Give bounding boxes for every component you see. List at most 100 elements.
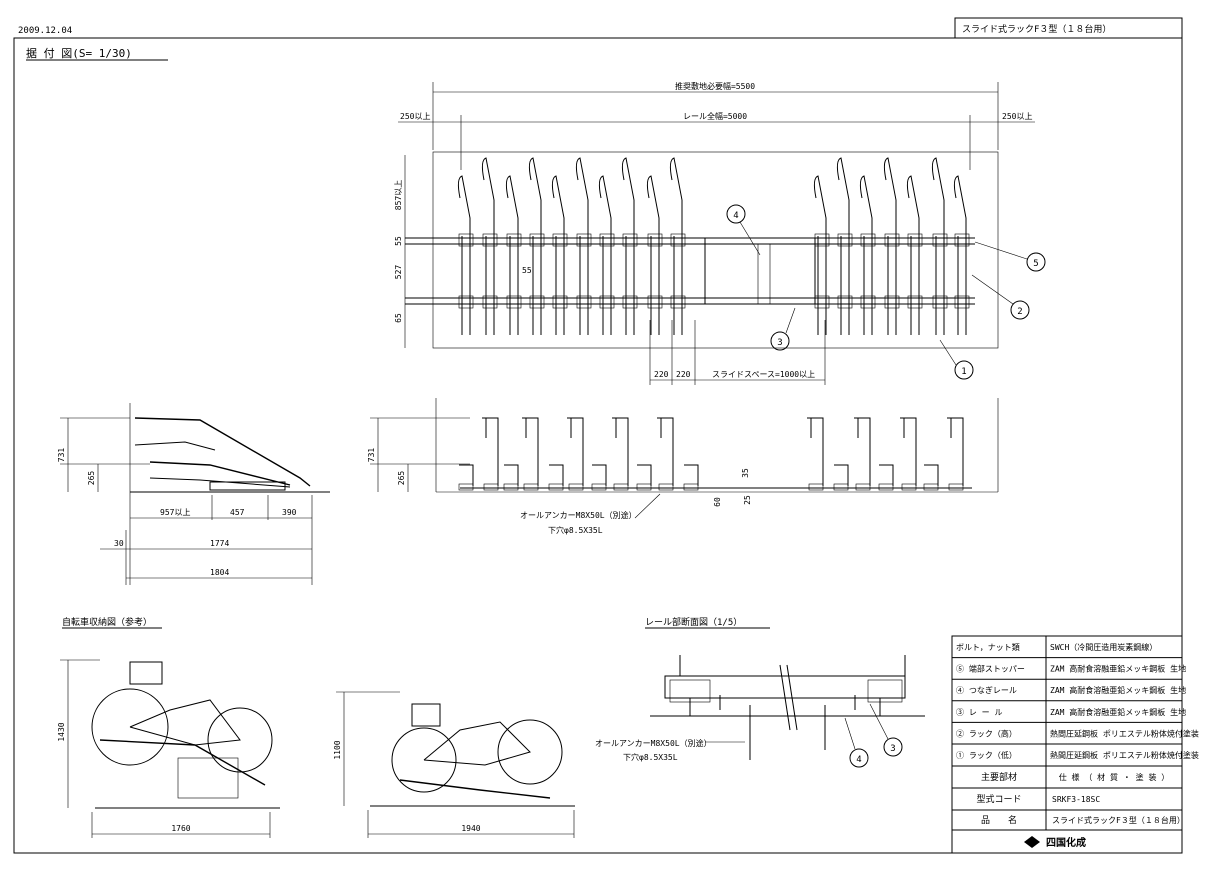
parts-row-name: ④ つなぎレール <box>956 685 1017 695</box>
drawing-title: スライド式ラックF３型（１８台用） <box>962 23 1111 35</box>
side-dim-731: 731 <box>57 448 66 463</box>
parts-row-spec: ZAM 高耐食溶融亜鉛メッキ鋼板 生地 <box>1050 707 1186 717</box>
front-rack-unit <box>833 464 849 491</box>
svg-text:3: 3 <box>890 744 895 754</box>
sheet-border <box>13 37 1183 854</box>
rail-section-label: レール部断面図（1/5） <box>645 616 742 628</box>
side-dim-1774: 1774 <box>210 539 229 548</box>
rack-unit <box>953 175 970 335</box>
side-dim-30: 30 <box>114 539 124 548</box>
svg-text:2: 2 <box>1017 307 1022 317</box>
side-view: 731 265 957以上 457 390 30 1774 1804 <box>57 403 330 585</box>
front-dim-731: 731 <box>367 448 376 463</box>
bike-dim-1430: 1430 <box>57 722 66 741</box>
callout-2: 2 <box>971 274 1030 320</box>
rack-unit <box>575 157 592 335</box>
parts-header-spec: 仕 様 （ 材 質 ・ 塗 装 ） <box>1059 772 1170 782</box>
front-rack-unit <box>503 464 519 491</box>
product-value: スライド式ラックF３型（１８台用） <box>1052 815 1185 825</box>
front-rack-unit <box>854 417 871 491</box>
front-rack-unit <box>567 417 584 491</box>
rail-anchor-note-2: 下穴φ8.5X35L <box>623 752 678 762</box>
dim-857: 857以上 <box>394 180 403 210</box>
bike-dim-1940: 1940 <box>461 824 480 833</box>
rack-unit <box>859 175 876 335</box>
rack-unit <box>836 157 853 335</box>
rail-callout-4 <box>849 748 869 768</box>
model-label: 型式コード <box>976 793 1021 805</box>
front-rack-unit <box>482 417 499 491</box>
front-rack-unit <box>683 464 699 491</box>
side-dim-457: 457 <box>230 508 245 517</box>
rack-unit <box>598 175 615 335</box>
side-dim-265: 265 <box>87 471 96 486</box>
parts-row-spec: 熱間圧延鋼板 ポリエステル粉体焼付塗装 <box>1050 728 1199 738</box>
front-rack-unit <box>548 464 564 491</box>
rack-unit <box>505 175 522 335</box>
parts-row: ④ つなぎレール ZAM 高耐食溶融亜鉛メッキ鋼板 生地 <box>952 678 1186 695</box>
dim-rail-width: レール全幅=5000 <box>683 111 747 121</box>
front-rack-unit <box>900 417 917 491</box>
parts-header-name: 主要部材 <box>981 771 1017 783</box>
site-boundary <box>432 151 999 349</box>
parts-row-spec: SWCH（冷間圧造用炭素鋼線） <box>1050 642 1157 652</box>
rack-unit <box>457 175 474 335</box>
plan-view: 推奨敷地必要幅=5500 レール全幅=5000 250以上 250以上 857以… <box>394 81 1046 385</box>
callout-1: 1 <box>939 339 974 380</box>
parts-row-spec: ZAM 高耐食溶融亜鉛メッキ鋼板 生地 <box>1050 685 1186 695</box>
rack-unit <box>528 157 545 335</box>
svg-text:3: 3 <box>777 338 782 348</box>
title-box <box>954 17 1183 39</box>
rack-unit <box>669 157 686 335</box>
dim-220b: 220 <box>676 370 691 379</box>
parts-row-name: ⑤ 端部ストッパー <box>956 664 1025 674</box>
rack-unit <box>906 175 923 335</box>
front-rack-unit <box>947 417 964 491</box>
front-rack-unit <box>522 417 539 491</box>
front-rack-unit <box>591 464 607 491</box>
front-dim-60: 60 <box>713 497 722 507</box>
side-dim-957: 957以上 <box>160 508 190 517</box>
front-anchor-note-2: 下穴φ8.5X35L <box>548 525 603 535</box>
rack-unit <box>883 157 900 335</box>
svg-text:1: 1 <box>961 367 966 377</box>
front-rack-unit <box>878 464 894 491</box>
company-logo-icon <box>1024 836 1040 848</box>
svg-text:5: 5 <box>1033 259 1038 269</box>
parts-row: ① ラック（低） 熱間圧延鋼板 ポリエステル粉体焼付塗装 <box>952 743 1199 760</box>
parts-row-name: ① ラック（低） <box>956 750 1017 760</box>
dim-total-width: 推奨敷地必要幅=5500 <box>675 81 755 91</box>
dim-slide-space: スライドスペース=1000以上 <box>712 370 815 379</box>
model-value: SRKF3-18SC <box>1052 795 1100 804</box>
dim-left-margin: 250以上 <box>400 112 430 121</box>
front-rack-unit <box>923 464 939 491</box>
callout-5: 5 <box>974 241 1046 272</box>
parts-row-spec: 熱間圧延鋼板 ポリエステル粉体焼付塗装 <box>1050 750 1199 760</box>
dim-inner-55: 55 <box>522 266 532 275</box>
company-name: 四国化成 <box>1046 836 1086 849</box>
rack-unit <box>931 157 948 335</box>
front-dim-265: 265 <box>397 471 406 486</box>
rack-unit <box>551 175 568 335</box>
rack-unit <box>813 175 830 335</box>
callout-3: 3 <box>770 307 796 351</box>
drawing-label: 据 付 図(S= 1/30) <box>26 46 132 60</box>
front-anchor-note-1: オールアンカーM8X50L（別途） <box>520 510 637 520</box>
front-rack-unit <box>657 417 674 491</box>
dim-right-margin: 250以上 <box>1002 112 1032 121</box>
dim-55: 55 <box>394 236 403 246</box>
bike-view-label: 自転車収納図（参考） <box>62 616 152 628</box>
rack-unit <box>621 157 638 335</box>
side-dim-1804: 1804 <box>210 568 229 577</box>
front-view: 731 265 60 25 35 オールアンカーM8X50L（別途） 下穴φ8.… <box>367 398 999 535</box>
bike-view: 自転車収納図（参考） 1430 1760 1100 1940 <box>57 616 575 838</box>
rail-callout-3 <box>883 737 903 757</box>
svg-text:4: 4 <box>733 211 738 221</box>
parts-row-spec: ZAM 高耐食溶融亜鉛メッキ鋼板 生地 <box>1050 664 1186 674</box>
parts-row: ② ラック（高）熱間圧延鋼板 ポリエステル粉体焼付塗装 <box>952 721 1199 738</box>
rail-anchor-note-1: オールアンカーM8X50L（別途） <box>595 738 712 748</box>
dim-65: 65 <box>394 313 403 323</box>
